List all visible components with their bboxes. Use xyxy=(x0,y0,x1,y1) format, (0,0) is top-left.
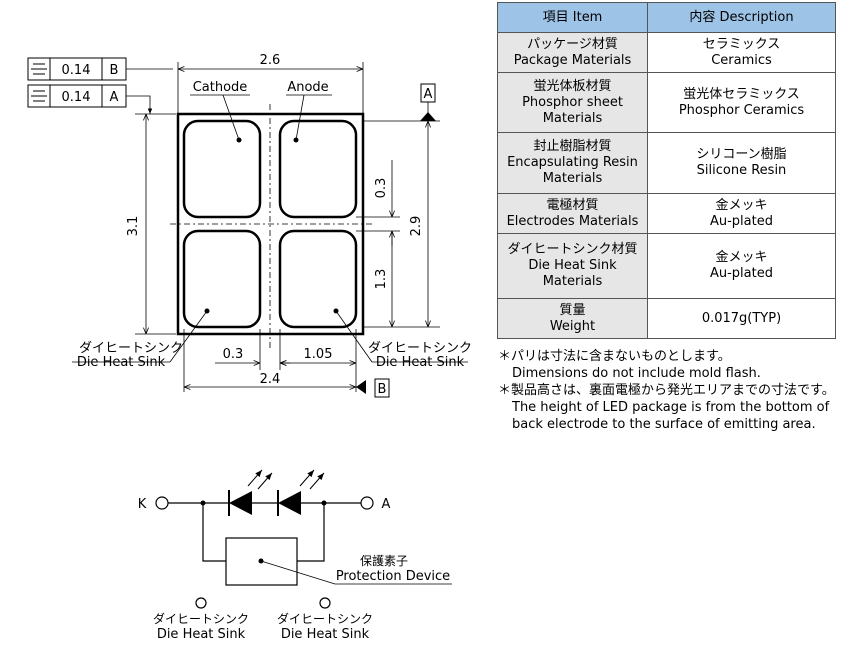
dim-bottom-span: 2.4 xyxy=(260,372,281,387)
note-1-jp: ＊パリは寸法に含まないものとします。 xyxy=(498,349,731,364)
note-2-en-line2: back electrode to the surface of emittin… xyxy=(512,417,816,432)
table-row: ダイヒートシンク材質 Die Heat Sink Materials 金メッキ … xyxy=(497,233,836,299)
label-hs-left-en: Die Heat Sink xyxy=(157,627,246,642)
dim-gap: 0.3 xyxy=(374,178,389,199)
circuit-diagram: K A 保護素子 Protection Device xyxy=(138,469,452,642)
table-header-row: 項目 Item 内容 Description xyxy=(497,2,836,33)
label-protection-en: Protection Device xyxy=(336,569,450,584)
notes: ＊パリは寸法に含まないものとします。 Dimensions do not inc… xyxy=(498,348,835,433)
pad-anode xyxy=(278,119,358,219)
cell-desc: 蛍光体セラミックス Phosphor Ceramics xyxy=(647,72,836,133)
led-diode-icon xyxy=(228,469,278,516)
tolerance-value-b: 0.14 xyxy=(62,63,91,78)
label-anode: Anode xyxy=(287,80,328,95)
label-heat-sink-en-left: Die Heat Sink xyxy=(77,355,166,370)
spec-table: 項目 Item 内容 Description パッケージ材質 Package M… xyxy=(497,2,836,339)
cell-item: ダイヒートシンク材質 Die Heat Sink Materials xyxy=(497,233,648,299)
dim-height: 3.1 xyxy=(126,216,141,237)
cell-desc: セラミックス Ceramics xyxy=(647,32,836,73)
datum-a: A xyxy=(424,87,433,102)
dim-width: 2.6 xyxy=(260,53,281,68)
cell-item: 蛍光体板材質 Phosphor sheet Materials xyxy=(497,72,648,133)
cell-item: 質量 Weight xyxy=(497,298,648,339)
tolerance-frame-b: 0.14 B xyxy=(27,57,127,81)
terminal-a xyxy=(360,496,374,510)
label-heat-sink-en-right: Die Heat Sink xyxy=(376,355,465,370)
tolerance-frame-a: 0.14 A xyxy=(27,84,127,108)
tolerance-value-a: 0.14 xyxy=(62,90,91,105)
symmetry-icon xyxy=(31,90,47,102)
header-description: 内容 Description xyxy=(647,2,836,33)
label-hs-right-jp: ダイヒートシンク xyxy=(277,611,373,626)
pad-heat-sink-left xyxy=(182,229,262,329)
dim-bottom-pad: 1.05 xyxy=(304,347,333,362)
terminal-heat-sink-left xyxy=(195,597,207,609)
cell-desc: 金メッキ Au-plated xyxy=(647,233,836,299)
tolerance-datum-b: B xyxy=(110,63,119,78)
label-cathode: Cathode xyxy=(193,80,248,95)
label-hs-right-en: Die Heat Sink xyxy=(281,627,370,642)
pad-heat-sink-right xyxy=(278,229,358,329)
table-row: 質量 Weight 0.017g(TYP) xyxy=(497,298,836,339)
led-diode-icon xyxy=(277,469,325,516)
label-k: K xyxy=(138,497,147,512)
cell-item: 電極材質 Electrodes Materials xyxy=(497,193,648,234)
terminal-k xyxy=(155,496,169,510)
cell-desc: シリコーン樹脂 Silicone Resin xyxy=(647,132,836,194)
header-item: 項目 Item xyxy=(497,2,648,33)
dim-pad-span: 2.9 xyxy=(409,216,424,237)
label-a: A xyxy=(382,497,391,512)
terminal-heat-sink-right xyxy=(319,597,331,609)
pad-cathode xyxy=(182,119,262,219)
label-protection-jp: 保護素子 xyxy=(360,553,408,568)
cell-desc: 0.017g(TYP) xyxy=(647,298,836,339)
note-1-en: Dimensions do not include mold flash. xyxy=(512,366,761,381)
label-heat-sink-jp-left: ダイヒートシンク xyxy=(79,341,183,356)
cell-item: パッケージ材質 Package Materials xyxy=(497,32,648,73)
table-row: 蛍光体板材質 Phosphor sheet Materials 蛍光体セラミック… xyxy=(497,72,836,133)
table-row: 電極材質 Electrodes Materials 金メッキ Au-plated xyxy=(497,193,836,234)
label-hs-left-jp: ダイヒートシンク xyxy=(153,611,249,626)
datum-b: B xyxy=(378,382,387,397)
dim-bottom-gap: 0.3 xyxy=(223,347,244,362)
cell-desc: 金メッキ Au-plated xyxy=(647,193,836,234)
note-2-en-line1: The height of LED package is from the bo… xyxy=(512,400,830,415)
tolerance-datum-a: A xyxy=(110,90,119,105)
dim-lower-pad: 1.3 xyxy=(374,269,389,290)
table-row: パッケージ材質 Package Materials セラミックス Ceramic… xyxy=(497,32,836,73)
table-row: 封止樹脂材質 Encapsulating Resin Materials シリコ… xyxy=(497,132,836,194)
note-2-jp: ＊製品高さは、裏面電極から発光エリアまでの寸法です。 xyxy=(498,383,835,398)
label-heat-sink-jp-right: ダイヒートシンク xyxy=(368,341,472,356)
cell-item: 封止樹脂材質 Encapsulating Resin Materials xyxy=(497,132,648,194)
symmetry-icon xyxy=(31,63,47,75)
